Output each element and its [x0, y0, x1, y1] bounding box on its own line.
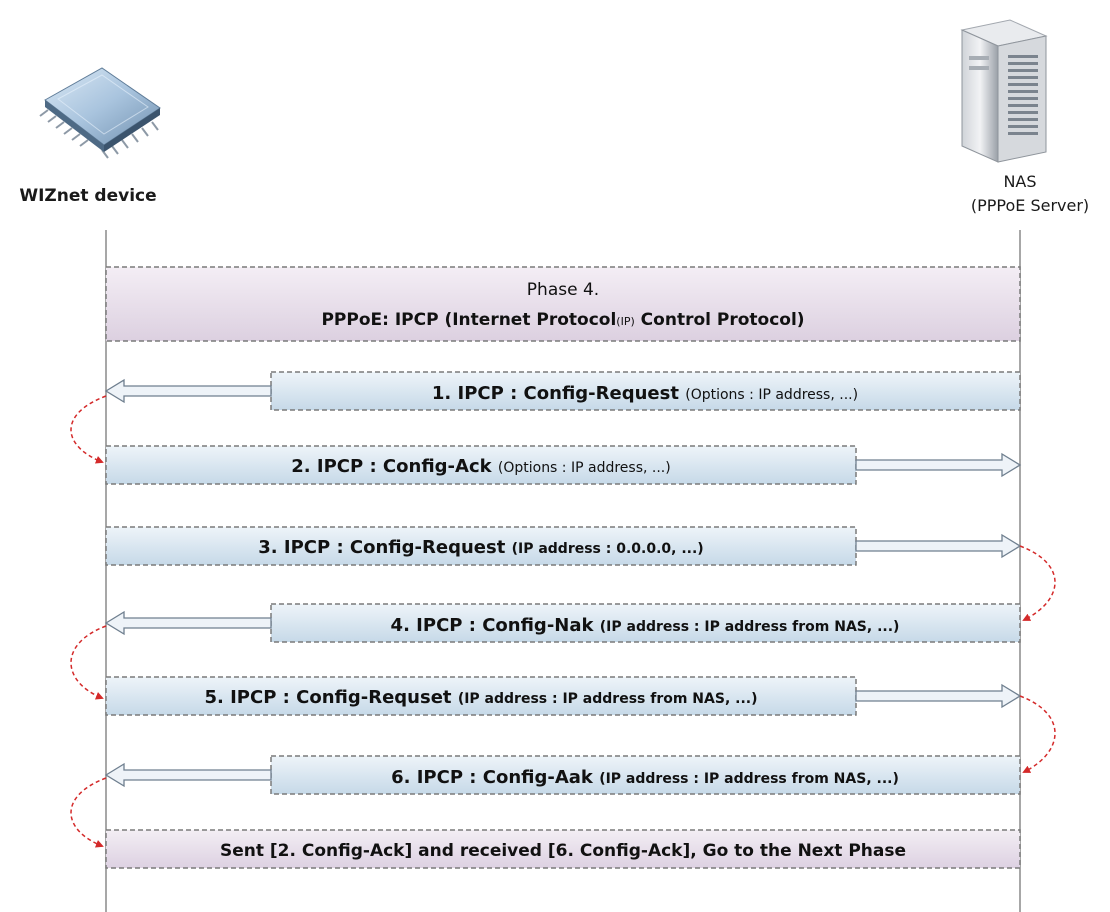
- message-2: 2. IPCP : Config-Ack (Options : IP addre…: [105, 445, 1022, 485]
- phase-box: Phase 4. PPPoE: IPCP (Internet Protocol(…: [105, 266, 1021, 342]
- chip-icon: [39, 67, 161, 159]
- left-arrow-icon: [104, 378, 272, 404]
- curve-6-to-final: [70, 777, 107, 848]
- message-3-label: 3. IPCP : Config-Request (IP address : 0…: [258, 537, 703, 558]
- phase-title: Phase 4.: [527, 280, 599, 300]
- message-4-label: 4. IPCP : Config-Nak (IP address : IP ad…: [391, 615, 900, 636]
- message-5: 5. IPCP : Config-Requset (IP address : I…: [105, 676, 1022, 716]
- right-actor-label: NAS: [1003, 172, 1036, 191]
- left-actor-label: WIZnet device: [19, 186, 156, 206]
- left-arrow-icon: [104, 610, 272, 636]
- message-6-label: 6. IPCP : Config-Aak (IP address : IP ad…: [391, 767, 899, 788]
- curve-1-to-2: [70, 395, 107, 464]
- server-icon: [960, 19, 1048, 163]
- message-3: 3. IPCP : Config-Request (IP address : 0…: [105, 526, 1022, 566]
- message-2-label: 2. IPCP : Config-Ack (Options : IP addre…: [291, 456, 670, 477]
- message-1: 1. IPCP : Config-Request (Options : IP a…: [104, 371, 1021, 411]
- phase-subtitle: PPPoE: IPCP (Internet Protocol(IP) Contr…: [321, 310, 804, 330]
- curve-3-to-4: [1019, 545, 1056, 621]
- curve-4-to-5: [70, 625, 107, 700]
- right-arrow-icon: [855, 533, 1022, 559]
- curve-5-to-6: [1019, 695, 1056, 773]
- left-arrow-icon: [104, 762, 272, 788]
- final-label: Sent [2. Config-Ack] and received [6. Co…: [220, 841, 906, 861]
- message-6: 6. IPCP : Config-Aak (IP address : IP ad…: [104, 755, 1021, 795]
- message-5-label: 5. IPCP : Config-Requset (IP address : I…: [204, 687, 757, 708]
- final-box: Sent [2. Config-Ack] and received [6. Co…: [105, 829, 1021, 869]
- right-arrow-icon: [855, 683, 1022, 709]
- message-1-label: 1. IPCP : Config-Request (Options : IP a…: [432, 383, 858, 404]
- right-actor-subtitle: (PPPoE Server): [971, 196, 1089, 215]
- right-arrow-icon: [855, 452, 1022, 478]
- message-4: 4. IPCP : Config-Nak (IP address : IP ad…: [104, 603, 1021, 643]
